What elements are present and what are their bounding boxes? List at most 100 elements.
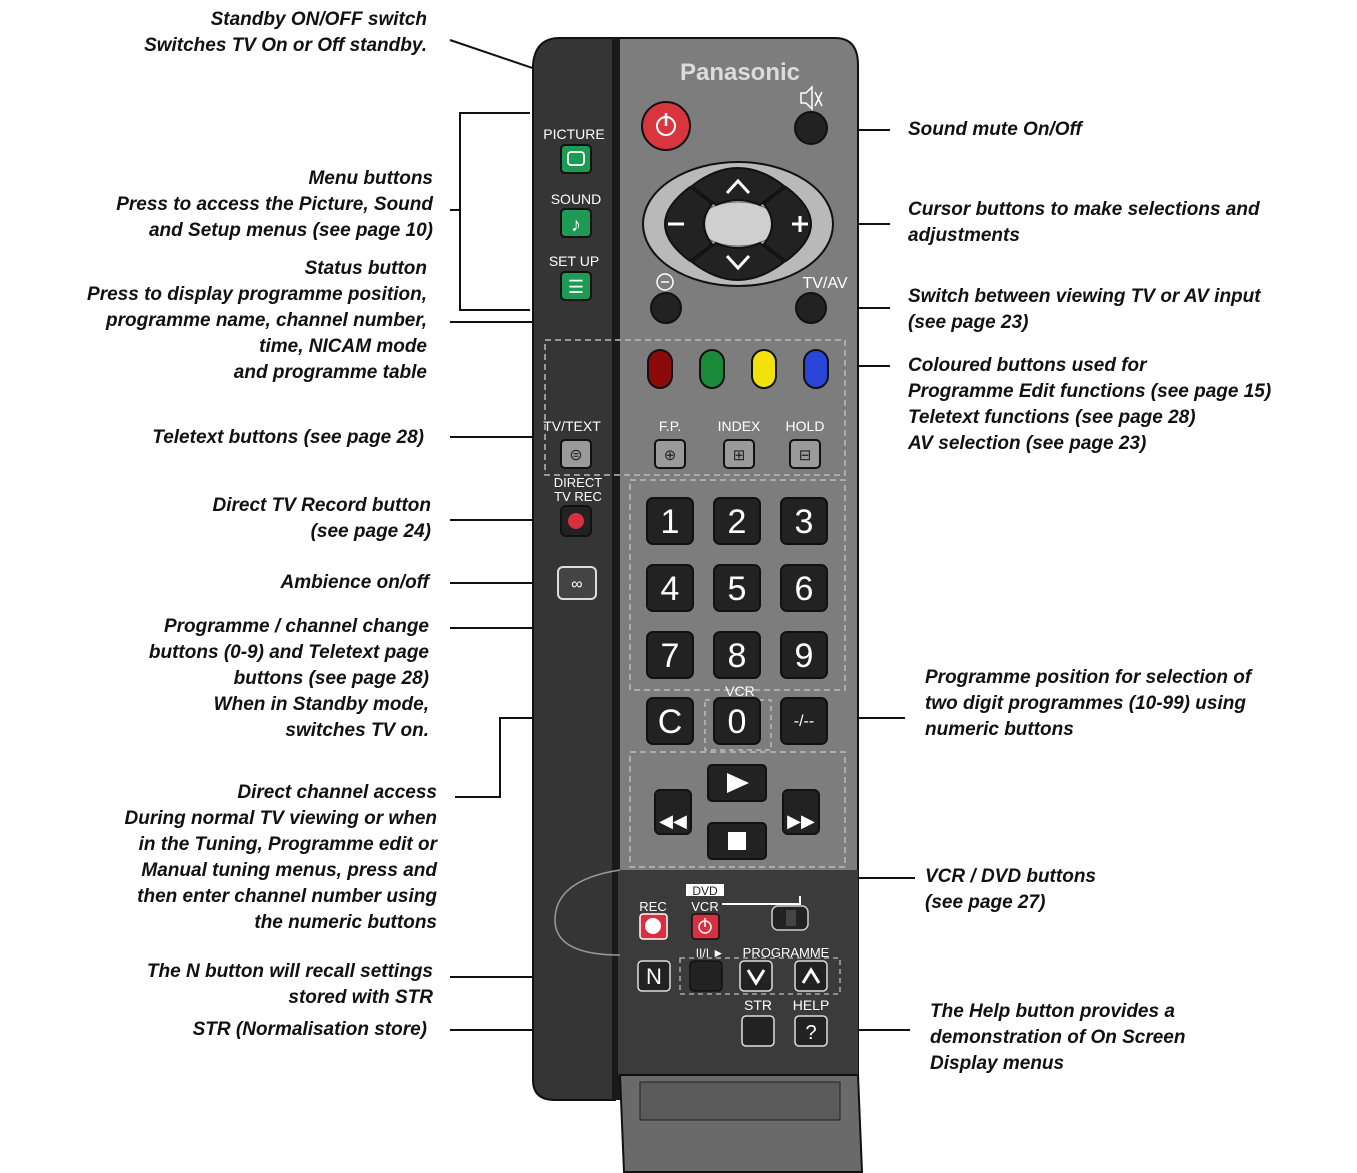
digit-key-7[interactable]: 7 xyxy=(646,631,694,679)
callout-line: and Setup menus (see page 10) xyxy=(148,220,433,241)
callout-line: Coloured buttons used for xyxy=(908,355,1147,376)
dvd-label: DVD xyxy=(692,884,718,898)
callout-line: Direct channel access xyxy=(237,782,437,803)
digit-key-label: 5 xyxy=(728,570,747,608)
digit-key-label: 3 xyxy=(795,503,814,541)
tvav-label: TV/AV xyxy=(802,275,847,292)
tvtext-button[interactable]: ⊜ xyxy=(560,439,592,469)
cursor-right-button[interactable] xyxy=(762,185,812,263)
callout-coloured: Coloured buttons used for Programme Edit… xyxy=(908,353,1271,457)
standby-button[interactable] xyxy=(641,101,691,151)
setup-button[interactable]: ☰ xyxy=(560,271,592,301)
vcr-power-label: VCR xyxy=(691,899,718,914)
callout-line: two digit programmes (10-99) using xyxy=(925,693,1246,714)
status-button[interactable] xyxy=(650,292,682,324)
programme-up-button[interactable] xyxy=(794,960,828,992)
list-icon: ☰ xyxy=(568,277,584,297)
callout-line: (see page 27) xyxy=(925,892,1046,913)
sound-button[interactable]: ♪ xyxy=(560,208,592,238)
picture-label: PICTURE xyxy=(543,126,604,142)
tvtext-label: TV/TEXT xyxy=(543,418,601,434)
callout-direct-rec: Direct TV Record button (see page 24) xyxy=(212,493,431,545)
yellow-button[interactable] xyxy=(751,349,777,389)
digit-key-5[interactable]: 5 xyxy=(713,564,761,612)
stop-button[interactable] xyxy=(707,822,767,860)
index-label: INDEX xyxy=(718,418,761,434)
callout-line: Programme Edit functions (see page 15) xyxy=(908,381,1272,402)
red-button[interactable] xyxy=(647,349,673,389)
rec-label: REC xyxy=(639,899,666,914)
callout-line: During normal TV viewing or when xyxy=(124,808,437,829)
number-keys: 1 2 3 4 5 6 7 8 xyxy=(646,497,828,679)
digit-key-label: 6 xyxy=(795,570,814,608)
fast-forward-icon: ▶▶ xyxy=(787,811,815,831)
note-icon: ♪ xyxy=(571,214,581,236)
callout-line: The N button will recall settings xyxy=(146,961,433,982)
callout-direct-channel: Direct channel access During normal TV v… xyxy=(125,780,437,936)
callout-ambience: Ambience on/off xyxy=(281,570,430,596)
zero-key[interactable]: 0 xyxy=(713,697,761,745)
digit-key-label: 9 xyxy=(795,637,814,675)
digit-key-2[interactable]: 2 xyxy=(713,497,761,545)
cursor-left-button[interactable] xyxy=(664,185,714,263)
callout-line: switches TV on. xyxy=(285,720,429,741)
callout-line: buttons (0-9) and Teletext page xyxy=(148,642,429,663)
str-button[interactable] xyxy=(741,1015,775,1047)
index-button[interactable]: ⊞ xyxy=(723,439,755,469)
digit-key-4[interactable]: 4 xyxy=(646,564,694,612)
ambience-button[interactable]: ∞ xyxy=(557,566,597,600)
direct-rec-label-2: TV REC xyxy=(554,489,602,504)
callout-str: STR (Normalisation store) xyxy=(193,1017,427,1043)
callout-line: Programme position for selection of xyxy=(925,667,1252,688)
callout-line: stored with STR xyxy=(288,987,433,1008)
dash-key[interactable]: -/-- xyxy=(780,697,828,745)
rec-button[interactable] xyxy=(639,913,668,940)
rewind-icon: ◀◀ xyxy=(659,811,687,831)
callout-programme: Programme / channel change buttons (0-9)… xyxy=(149,614,429,744)
help-button[interactable]: ? xyxy=(794,1015,828,1047)
mute-icon xyxy=(800,85,823,111)
callout-line: adjustments xyxy=(908,225,1020,246)
fast-forward-button[interactable]: ▶▶ xyxy=(782,789,820,835)
n-button-label: N xyxy=(646,964,662,989)
callout-teletext: Teletext buttons (see page 28) xyxy=(152,425,424,451)
callout-line: (see page 24) xyxy=(310,521,431,542)
callout-line: When in Standby mode, xyxy=(213,694,429,715)
vcr-dvd-switch[interactable] xyxy=(771,905,809,931)
blue-button[interactable] xyxy=(803,349,829,389)
sound-label: SOUND xyxy=(551,191,602,207)
callout-line: Direct TV Record button xyxy=(212,495,431,516)
callout-line: in the Tuning, Programme edit or xyxy=(138,834,437,855)
green-button[interactable] xyxy=(699,349,725,389)
rewind-button[interactable]: ◀◀ xyxy=(654,789,692,835)
hold-button[interactable]: ⊟ xyxy=(789,439,821,469)
programme-down-button[interactable] xyxy=(739,960,773,992)
programme-label: PROGRAMME xyxy=(743,945,830,960)
digit-key-label: 2 xyxy=(728,503,747,541)
play-button[interactable] xyxy=(707,764,767,802)
callout-line: (see page 23) xyxy=(908,312,1029,333)
callout-line: numeric buttons xyxy=(925,719,1074,740)
digit-key-9[interactable]: 9 xyxy=(780,631,828,679)
callout-standby: Standby ON/OFF switch Switches TV On or … xyxy=(144,7,427,59)
digit-key-8[interactable]: 8 xyxy=(713,631,761,679)
cursor-down-button[interactable] xyxy=(690,241,786,281)
mute-button[interactable] xyxy=(794,111,828,145)
c-key[interactable]: C xyxy=(646,697,694,745)
fp-button[interactable]: ⊕ xyxy=(654,439,686,469)
vcr-power-button[interactable] xyxy=(691,913,720,940)
cursor-up-button[interactable] xyxy=(690,167,786,207)
n-button[interactable]: N xyxy=(637,960,671,992)
help-key-label: ? xyxy=(805,1022,816,1044)
digit-key-1[interactable]: 1 xyxy=(646,497,694,545)
digit-key-label: 8 xyxy=(728,637,747,675)
digit-key-6[interactable]: 6 xyxy=(780,564,828,612)
digit-key-3[interactable]: 3 xyxy=(780,497,828,545)
callout-position: Programme position for selection of two … xyxy=(925,665,1251,743)
tvav-button[interactable] xyxy=(795,292,827,324)
direct-tv-rec-button[interactable] xyxy=(560,505,592,537)
callout-tvav: Switch between viewing TV or AV input (s… xyxy=(908,284,1261,336)
play-pause-button[interactable] xyxy=(689,960,723,992)
picture-button[interactable] xyxy=(560,144,592,174)
